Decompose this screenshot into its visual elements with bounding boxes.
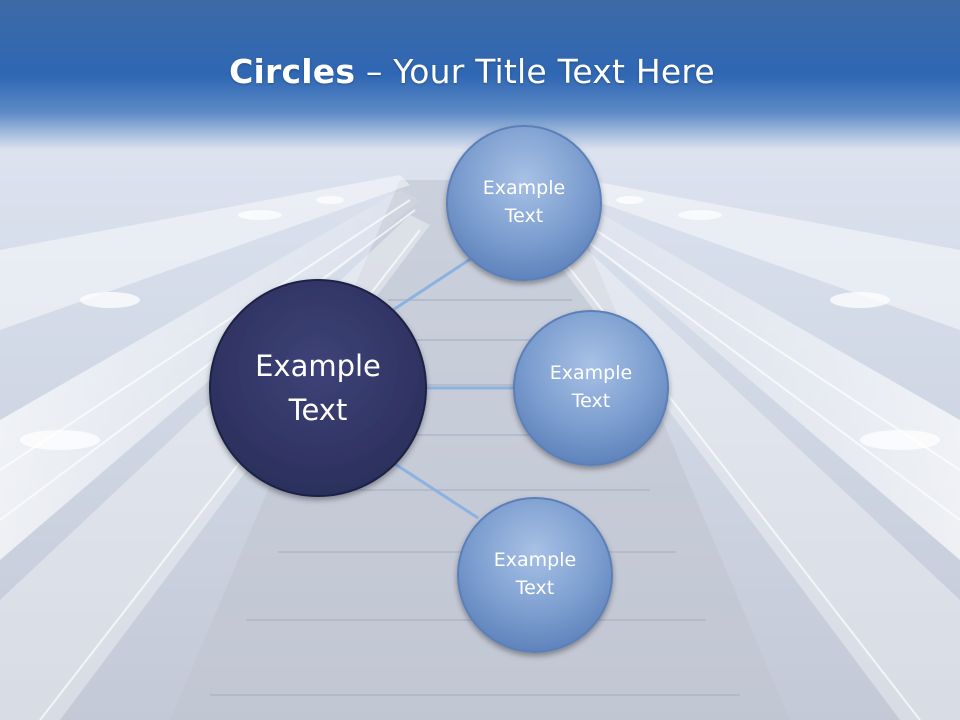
satellite-circle-1 (446, 125, 602, 281)
connector-line (394, 462, 479, 520)
connector-line (389, 256, 473, 314)
center-circle (209, 279, 427, 497)
satellite-3-label: Example Text (493, 549, 577, 599)
satellite-circle-3 (457, 497, 613, 653)
satellite-2-label: Example Text (549, 362, 633, 412)
center-circle-label: Example Text (255, 349, 381, 427)
satellite-1-label: Example Text (482, 177, 566, 227)
satellite-circle-2 (513, 310, 669, 466)
slide-title: Circles – Your Title Text Here (0, 52, 944, 91)
header-band (0, 0, 960, 150)
title-bold: Circles (229, 52, 356, 91)
title-rest: – Your Title Text Here (355, 52, 715, 91)
